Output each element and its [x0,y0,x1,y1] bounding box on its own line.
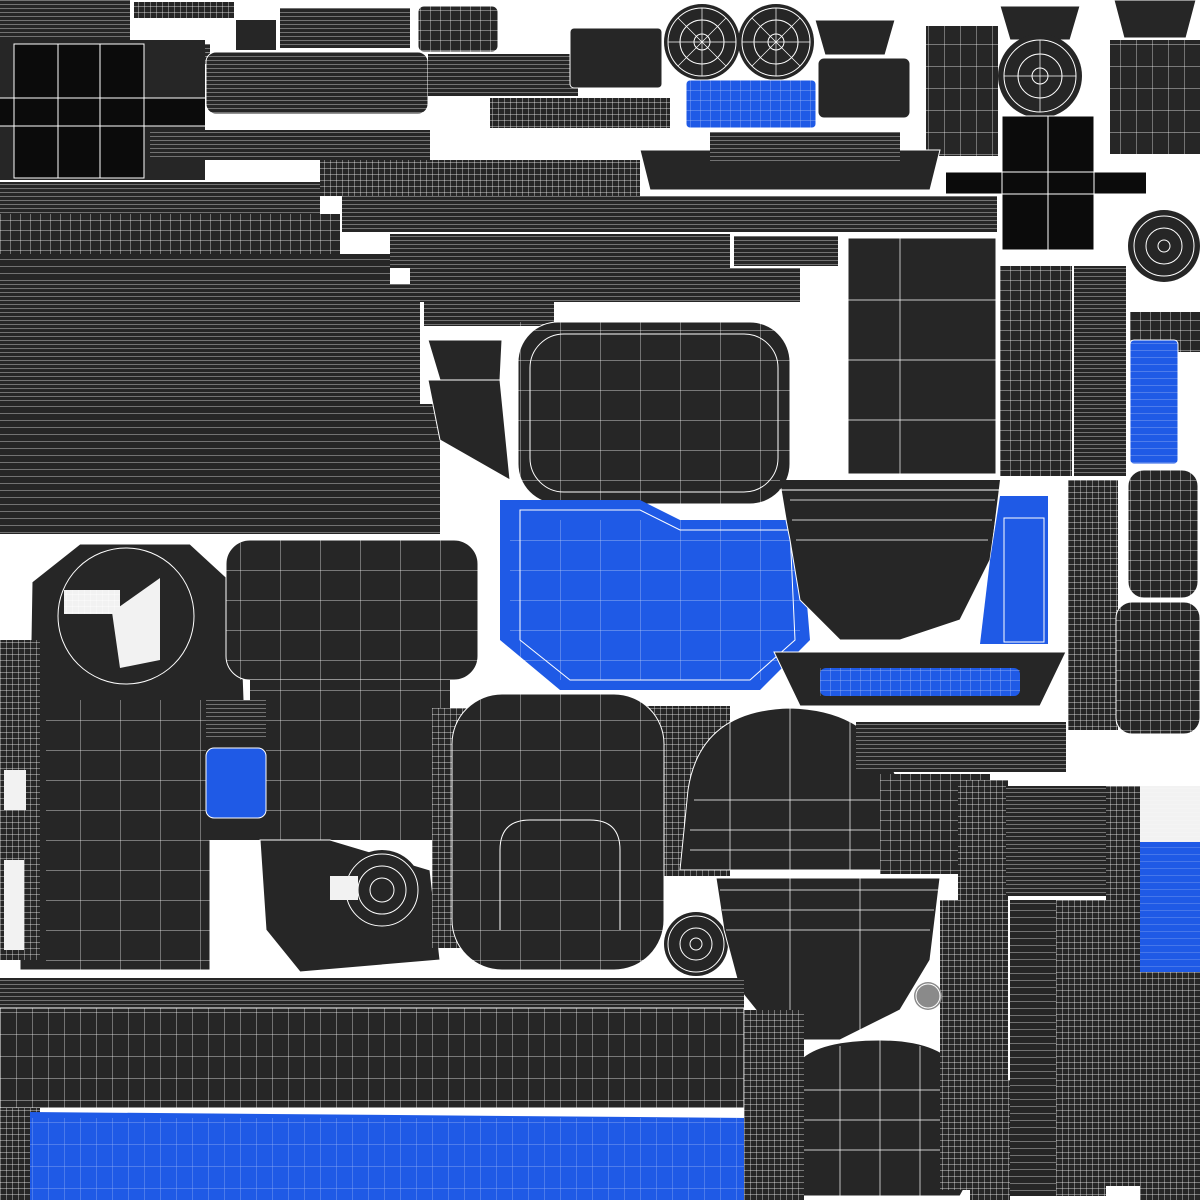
seat-cushion-top [517,321,791,505]
seat-cushion-right-b [715,877,941,1041]
wheel-top-2 [738,4,814,80]
black-cross-block-right [946,115,1146,251]
seat-back-right-a [679,707,901,871]
blue-floor-strip [0,1108,756,1200]
strip-group-a [150,54,670,160]
wheel-top-right [998,34,1082,118]
box-grid-top-center [569,27,663,89]
blue-panel-right-lower [1140,786,1200,1200]
dark-panel-right-center [847,237,997,475]
black-cross-block-left [0,40,205,180]
bracket-small-center [427,339,511,481]
cab-back-panel-left [19,543,245,971]
cab-door-panel-center-left [225,539,479,840]
blue-panel-top [685,79,817,129]
seat-cushion-blue [500,500,810,690]
small-rounded-panels-right [1115,469,1200,735]
grid-columns-right [1000,266,1126,730]
rounded-slot-blue [773,651,1067,707]
blue-panel-right-mid [980,496,1048,644]
bracket-top-1 [814,19,911,119]
seat-back-upper-right [779,480,1001,641]
round-dial-panel [259,839,441,973]
small-parts-bottom-center [744,1010,1010,1200]
rounded-slot-strip [639,132,941,191]
wheel-center-lower [664,912,728,976]
brackets-top-right [999,0,1197,41]
blue-tall-panel-right [1129,312,1200,465]
grid-column-right-lower [1010,900,1106,1196]
side-small-parts-left [0,640,40,960]
chassis-strip-bottom [0,978,745,1109]
top-left-strips [0,0,410,64]
cab-side-panel-top [205,51,429,115]
wheel-right-mid [1128,210,1200,282]
long-strips-band [0,160,997,534]
grid-panel-top-right [926,26,1200,156]
seat-back-center [451,693,665,971]
wheel-top-1 [664,4,740,80]
small-box-top [417,5,499,53]
blue-panel-left-small [205,700,267,840]
